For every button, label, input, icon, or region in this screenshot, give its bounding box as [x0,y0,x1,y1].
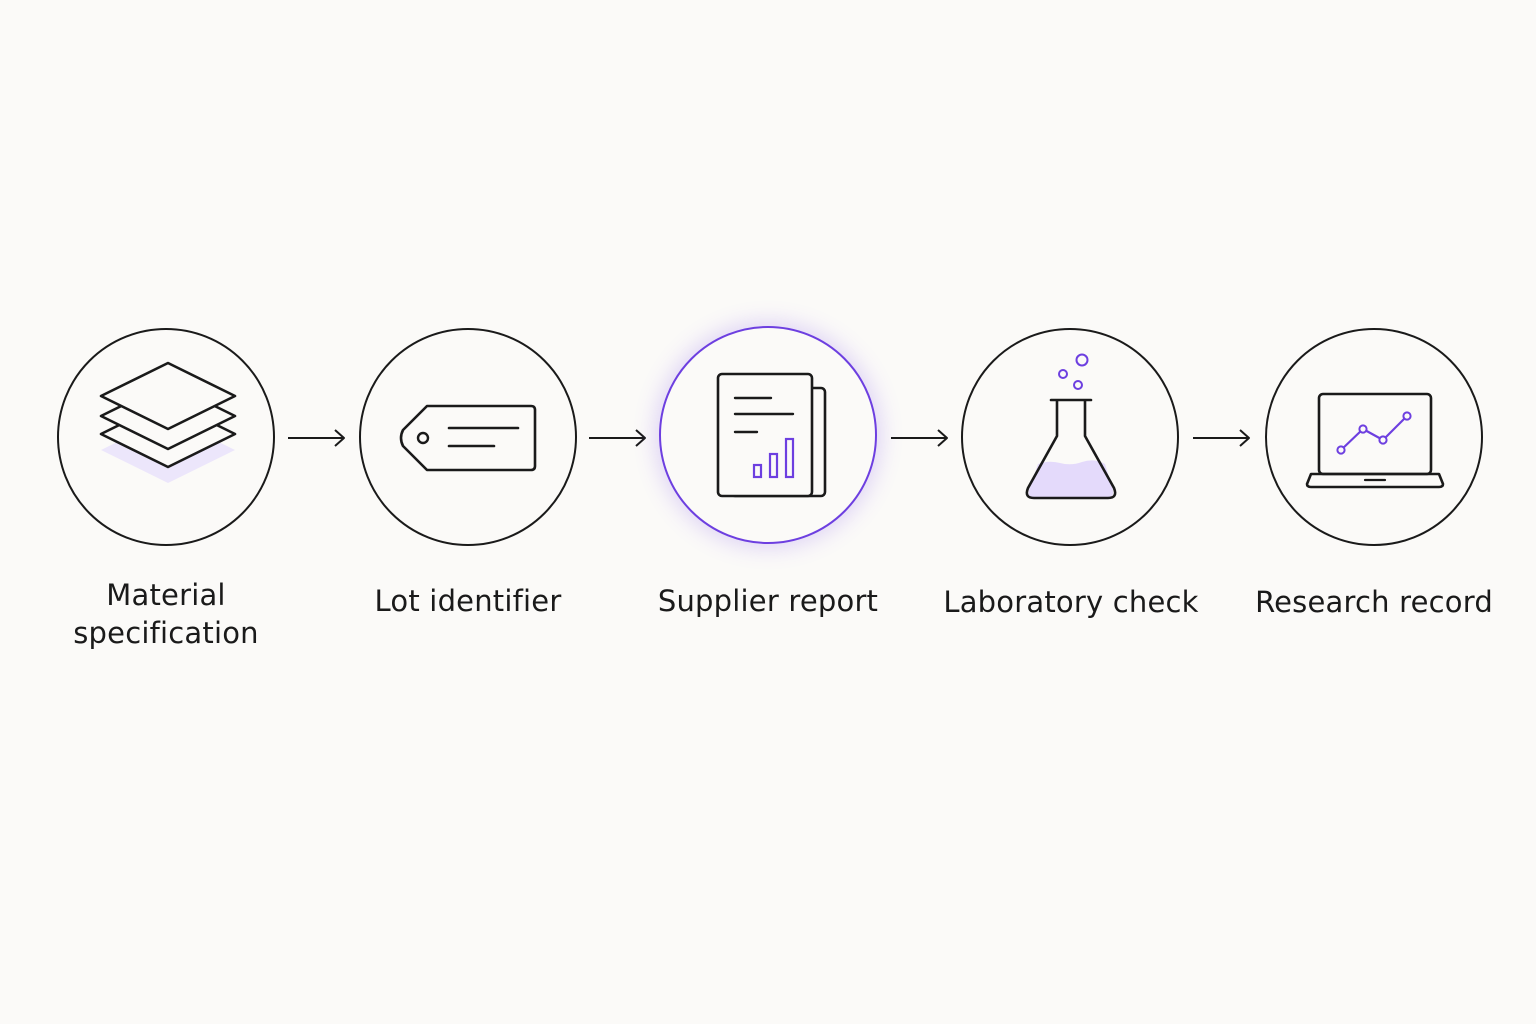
step-label: Lot identifier [374,584,562,618]
step-circle [961,328,1179,546]
step-circle [1265,328,1483,546]
step-circle [359,328,577,546]
step-circle [57,328,275,546]
laptop-chart-icon [1305,392,1445,489]
report-icon [716,372,827,498]
step-label: Supplier report [657,584,879,618]
flask-icon [1025,353,1117,500]
arrow-right-icon [891,429,948,447]
step-label: Material specification [73,578,259,650]
arrow-right-icon [589,429,646,447]
layers-icon [99,361,237,483]
step-circle-highlighted [659,326,877,544]
arrow-right-icon [288,429,345,447]
step-label: Laboratory check [943,585,1199,619]
tag-icon [399,404,537,472]
step-label: Research record [1255,585,1493,619]
arrow-right-icon [1193,429,1250,447]
